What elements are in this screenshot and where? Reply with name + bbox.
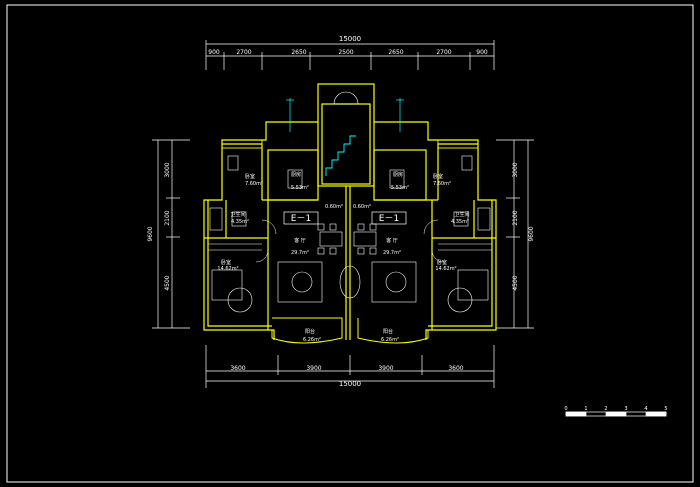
left-dim-3: 4500	[164, 275, 171, 290]
bottom-total-dim: 15000	[339, 380, 361, 388]
unit-label-left: E－1	[291, 214, 311, 224]
left-stair-area: 0.60m²	[325, 204, 343, 210]
left-master-area: 14.62m²	[217, 266, 238, 272]
right-bath-name: 卫生间	[454, 211, 469, 218]
left-balcony-name: 阳台	[305, 328, 315, 335]
top-dim-6: 2700	[436, 49, 451, 56]
scale-label-4: 4	[644, 406, 647, 412]
right-stair-area: 0.60m²	[353, 204, 371, 210]
right-dim-2: 2100	[512, 210, 519, 225]
left-room-labels: 卧室 7.60m² 厨房 5.53m² 卫生间 4.35m² 卧室 14.62m…	[217, 171, 343, 343]
furniture	[208, 155, 492, 313]
scale-label-5: 5	[664, 406, 667, 412]
staircase	[325, 135, 356, 176]
bottom-dimension-chain	[205, 345, 495, 388]
left-bedroom-top-area: 7.60m²	[245, 181, 263, 187]
left-segment-labels: 3000 2100 4500 9600	[147, 162, 171, 290]
right-dimension-chain	[496, 139, 534, 329]
right-balcony-area: 6.26m²	[381, 337, 399, 343]
scale-label-1: 1	[584, 406, 587, 412]
left-bedroom-top-name: 卧室	[245, 173, 255, 180]
top-dim-5: 2650	[388, 49, 403, 56]
scale-label-3: 3	[624, 406, 627, 412]
unit-label-boxes	[283, 211, 407, 225]
left-bath-area: 4.35m²	[231, 219, 249, 225]
left-dimension-chain	[152, 139, 190, 329]
left-kitchen-name: 厨房	[291, 171, 301, 178]
left-master-name: 卧室	[221, 259, 231, 266]
top-dim-1: 900	[208, 49, 220, 56]
left-kitchen-area: 5.53m²	[291, 185, 309, 191]
drawing-border	[6, 4, 694, 483]
right-dim-1: 3000	[512, 162, 519, 177]
bottom-dim-1: 3600	[230, 365, 245, 372]
top-dim-2: 2700	[236, 49, 251, 56]
right-living-name: 客 厅	[386, 237, 398, 244]
right-bedroom-top-area: 7.60m²	[433, 181, 451, 187]
bottom-dim-4: 3600	[448, 365, 463, 372]
right-total: 9600	[528, 226, 535, 241]
bay-windows	[221, 139, 479, 149]
top-dim-4: 2500	[338, 49, 353, 56]
right-dim-3: 4500	[512, 275, 519, 290]
bottom-segment-labels: 3600 3900 3900 3600	[230, 365, 463, 372]
top-dimension-chain	[205, 40, 495, 70]
door-swings	[255, 219, 445, 263]
right-master-name: 卧室	[437, 259, 447, 266]
right-bedroom-top-name: 卧室	[433, 173, 443, 180]
bottom-dim-2: 3900	[306, 365, 321, 372]
right-bath-area: 4.35m²	[451, 219, 469, 225]
left-dim-2: 2100	[164, 210, 171, 225]
stair-door	[333, 91, 359, 105]
right-kitchen-area: 5.53m²	[391, 185, 409, 191]
left-bath-name: 卫生间	[230, 211, 245, 218]
top-segment-labels: 900 2700 2650 2500 2650 2700 900	[208, 49, 488, 56]
scale-bar	[565, 411, 667, 417]
left-living-name: 客 厅	[294, 237, 306, 244]
exterior-walls	[203, 83, 497, 340]
balconies	[271, 317, 429, 344]
right-room-labels: 卧室 7.60m² 厨房 5.53m² 卫生间 4.35m² 卧室 14.62m…	[353, 171, 470, 343]
bottom-dim-3: 3900	[378, 365, 393, 372]
right-balcony-name: 阳台	[383, 328, 393, 335]
left-balcony-area: 6.26m²	[303, 337, 321, 343]
vent-markers	[286, 98, 404, 132]
scale-label-0: 0	[564, 406, 567, 412]
scale-bar-labels: 0 1 2 3 4 5	[564, 406, 667, 412]
scale-label-2: 2	[604, 406, 607, 412]
right-living-area: 29.7m²	[383, 250, 401, 256]
unit-label-right: E－1	[379, 214, 399, 224]
left-dim-1: 3000	[164, 162, 171, 177]
right-master-area: 14.62m²	[435, 266, 456, 272]
top-dim-7: 900	[476, 49, 488, 56]
right-segment-labels: 3000 2100 4500 9600	[512, 162, 535, 290]
left-total: 9600	[147, 226, 154, 241]
top-dim-3: 2650	[291, 49, 306, 56]
right-kitchen-name: 厨房	[393, 171, 403, 178]
top-total-dim: 15000	[339, 35, 361, 43]
left-living-area: 29.7m²	[291, 250, 309, 256]
